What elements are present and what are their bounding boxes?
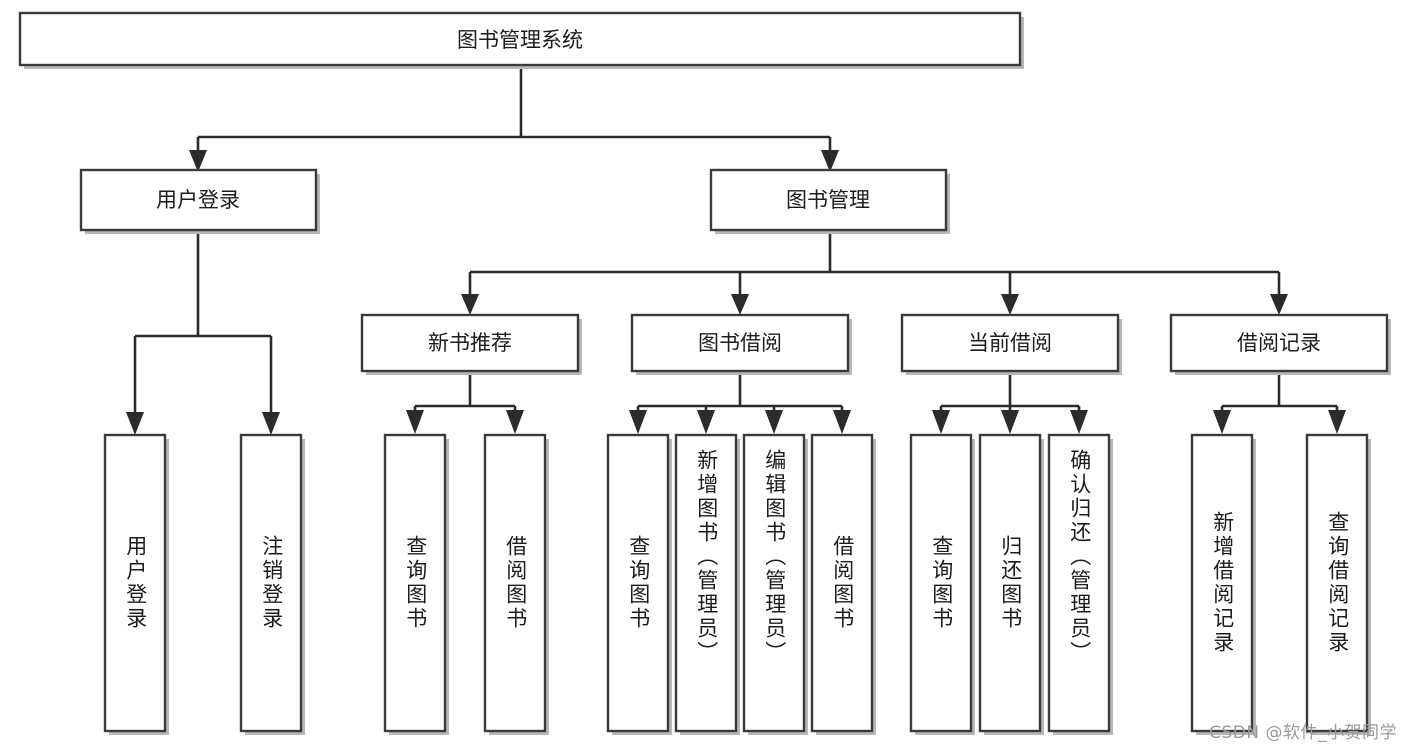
leaf-node-borrow-book-1[interactable] [483,433,547,733]
leaf-node-logout-login[interactable] [239,433,303,733]
leaf-node-add-record[interactable] [1190,433,1254,733]
arrow-borrow-leaf-1 [629,410,647,434]
arrow-current-leaf-2 [1001,410,1019,434]
arrow-bookmgmt-child-4 [1270,294,1288,315]
node-book-management[interactable] [709,168,948,232]
arrow-bookmgmt-child-3 [1001,294,1019,315]
arrow-userlogin-leaf-2 [262,412,280,435]
arrow-recommend-leaf-2 [506,410,524,434]
leaf-node-return-book[interactable] [978,433,1042,733]
arrow-userlogin-leaf-1 [126,412,144,435]
leaf-node-query-book-3[interactable] [909,433,973,733]
arrow-root-to-book-mgmt [821,150,839,172]
arrow-borrow-leaf-2 [697,410,715,434]
arrow-record-leaf-1 [1213,410,1231,434]
leaf-node-query-record[interactable] [1305,433,1369,733]
node-current-borrow-label: 当前借阅 [968,331,1052,355]
node-layer: 图书管理系统 用户登录 图书管理 新书推荐 图书借阅 当前借阅 借阅记录 [18,11,1391,735]
leaf-node-borrow-book-2[interactable] [810,433,874,733]
node-new-book-recommend[interactable] [360,313,580,373]
node-new-book-recommend-label: 新书推荐 [428,331,512,355]
arrow-borrow-leaf-4 [833,410,851,434]
arrow-root-to-user-login [189,150,207,172]
arrow-current-leaf-1 [932,410,950,434]
arrow-record-leaf-2 [1328,410,1346,434]
leaf-node-query-book-2[interactable] [606,433,670,733]
node-user-login[interactable] [79,168,318,232]
node-root-label: 图书管理系统 [457,28,583,52]
arrow-borrow-leaf-3 [765,410,783,434]
csdn-watermark: CSDN @软件_小贺同学 [1209,723,1397,743]
leaf-node-add-book[interactable] [674,433,738,733]
leaf-node-user-login[interactable] [103,433,167,733]
node-user-login-label: 用户登录 [156,188,240,212]
node-borrow-record[interactable] [1169,313,1389,373]
arrow-current-leaf-3 [1070,410,1088,434]
node-book-management-label: 图书管理 [786,188,870,212]
node-root[interactable] [18,11,1022,67]
node-book-borrow[interactable] [630,313,850,373]
connector-layer [126,67,1346,435]
leaf-node-confirm-return[interactable] [1047,433,1111,733]
node-borrow-record-label: 借阅记录 [1237,331,1321,355]
arrow-bookmgmt-child-1 [461,294,479,315]
node-book-borrow-label: 图书借阅 [698,331,782,355]
leaf-node-edit-book[interactable] [742,433,806,733]
leaf-node-query-book-1[interactable] [383,433,447,733]
arrow-recommend-leaf-1 [406,410,424,434]
arrow-bookmgmt-child-2 [731,294,749,315]
node-current-borrow[interactable] [900,313,1120,373]
